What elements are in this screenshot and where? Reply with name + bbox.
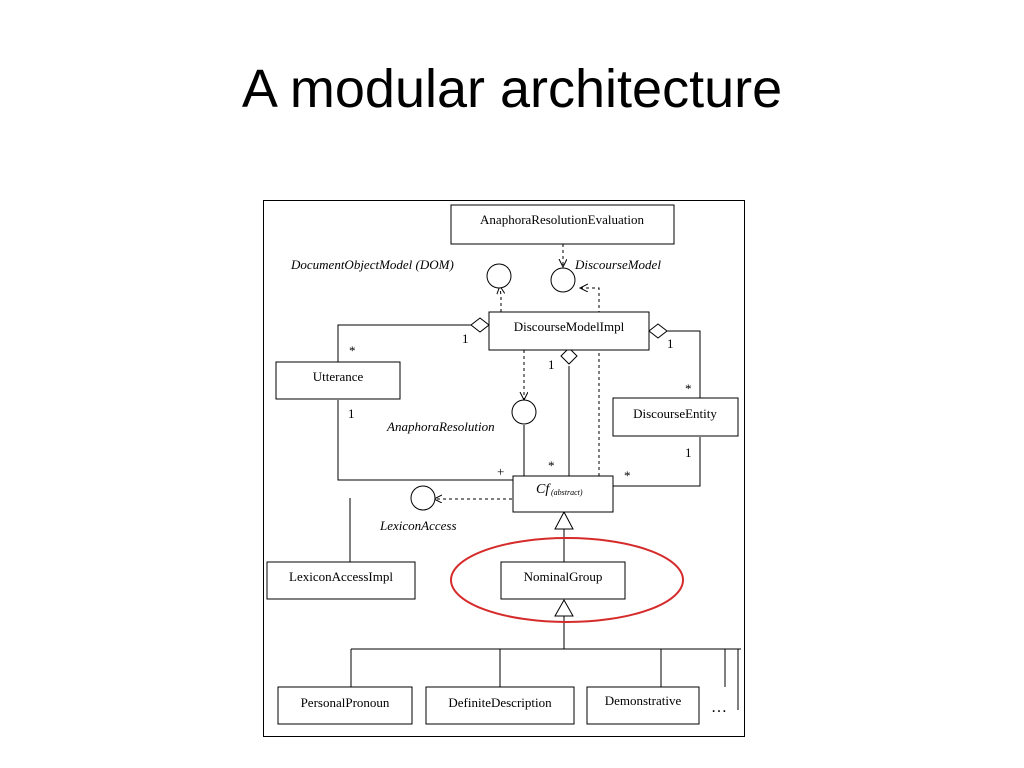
class-discourse-model-impl: DiscourseModelImpl (488, 311, 650, 351)
interface-discourse-model-icon (550, 267, 576, 293)
assoc-dmi-entity (667, 330, 701, 408)
class-lexicon-access-impl: LexiconAccessImpl (266, 561, 416, 600)
interface-dom-icon (486, 263, 512, 289)
class-label: PersonalPronoun (301, 695, 390, 710)
class-nominal-group: NominalGroup (500, 561, 626, 600)
class-utterance: Utterance (275, 361, 401, 400)
assoc-utterance-cf (337, 400, 513, 481)
more-subclasses-ellipsis: … (711, 699, 727, 716)
uml-diagram: AnaphoraResolutionEvaluation DiscourseMo… (263, 200, 745, 737)
interface-dom-label: DocumentObjectModel (DOM) (290, 257, 454, 272)
aggregation-diamond-right (648, 323, 668, 339)
class-demonstrative: Demonstrative (586, 686, 700, 725)
class-label: Cf (536, 482, 551, 497)
class-anaphora-resolution-evaluation: AnaphoraResolutionEvaluation (450, 204, 675, 245)
multiplicity-entity-top: * (685, 381, 692, 396)
assoc-dmi-utterance (337, 324, 473, 362)
class-label: DiscourseModelImpl (514, 319, 625, 334)
interface-lexicon-access-icon (410, 485, 436, 511)
class-label: DefiniteDescription (448, 695, 552, 710)
multiplicity-entity-bottom: 1 (685, 445, 692, 460)
multiplicity-dmi-left: 1 (462, 331, 469, 346)
assoc-entity-cf (613, 437, 701, 487)
multiplicity-cf-right: * (624, 468, 631, 483)
multiplicity-cf-plus: + (497, 464, 504, 479)
class-label: Utterance (313, 369, 364, 384)
class-label: AnaphoraResolutionEvaluation (480, 212, 644, 227)
class-discourse-entity: DiscourseEntity (612, 397, 739, 437)
aggregation-diamond-bottom (560, 347, 578, 365)
multiplicity-dmi-bottom: 1 (548, 357, 555, 372)
class-label: NominalGroup (524, 569, 603, 584)
interface-lexicon-access-label: LexiconAccess (379, 518, 457, 533)
class-cf: Cf (abstract) (512, 475, 614, 513)
gen-triangle-cf (554, 510, 574, 530)
slide-title: A modular architecture (241, 59, 783, 119)
interface-discourse-model-label: DiscourseModel (574, 257, 661, 272)
class-personal-pronoun: PersonalPronoun (277, 686, 413, 725)
interface-anaphora-resolution-label: AnaphoraResolution (386, 419, 495, 434)
class-label: LexiconAccessImpl (289, 569, 393, 584)
dep-cf-to-discourse-model (581, 288, 600, 476)
interface-anaphora-resolution-icon (511, 399, 537, 425)
class-definite-description: DefiniteDescription (425, 686, 575, 725)
gen-triangle-nominal (554, 598, 574, 617)
multiplicity-dmi-right: 1 (667, 336, 674, 351)
class-label: DiscourseEntity (633, 406, 717, 421)
multiplicity-utterance-top: * (349, 343, 356, 358)
multiplicity-cf-top: * (548, 458, 555, 473)
multiplicity-utterance-bottom: 1 (348, 406, 355, 421)
highlight-ellipse (450, 537, 684, 623)
class-sublabel: (abstract) (551, 488, 583, 497)
class-label: Demonstrative (605, 693, 682, 708)
